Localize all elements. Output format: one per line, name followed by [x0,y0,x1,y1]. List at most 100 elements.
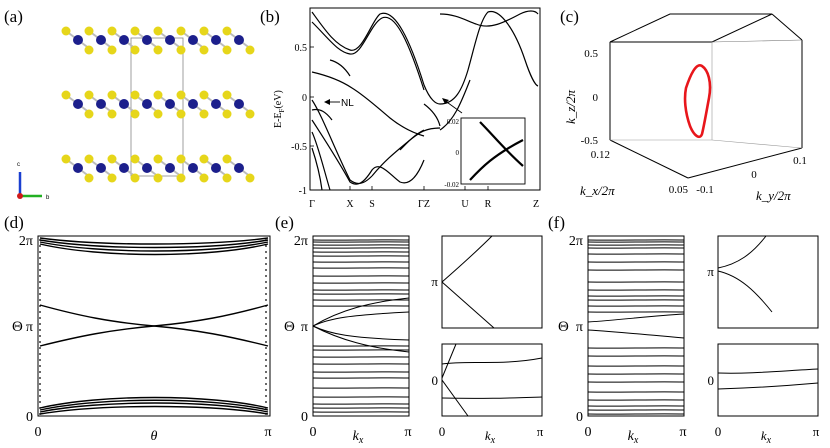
metal-atom [211,35,221,45]
svg-text:k_z/2π: k_z/2π [563,90,578,124]
panel-f: (f) 2π π 0 0 kx π Θ π 0 0 kx π [548,213,820,446]
wcc-dot [39,365,41,367]
sulfur-atom [153,173,163,183]
panel-a-label: (a) [4,7,23,26]
wcc-dot [39,395,41,397]
f-inset-top [717,235,819,329]
e-xtick-pi: π [404,425,411,440]
sulfur-atom [199,109,209,119]
wcc-dot [265,377,267,379]
b-xtick-s: S [369,199,375,210]
wcc-dot [39,299,41,301]
d-xlabel: θ [151,429,158,444]
metal-atom [165,163,175,173]
sulfur-atom [130,45,140,55]
wcc-dot [39,383,41,385]
e-frame [312,235,410,417]
metal-atom [142,163,152,173]
wcc-dot [39,413,41,415]
sulfur-atom [176,109,186,119]
e-inset-ytick-0: 0 [432,373,439,388]
nodal-line-loop [683,64,712,139]
metal-atom [188,163,198,173]
band-line [439,79,471,131]
f-inset-curves [717,235,819,390]
sulfur-atom [153,26,163,36]
b-xtick-r: R [485,199,492,210]
svg-text:E-EF(eV): E-EF(eV) [273,90,286,128]
wcc-dot [265,251,267,253]
wcc-dot [39,257,41,259]
metal-atom [211,163,221,173]
wcc-dot [39,239,41,241]
wcc-dot [39,377,41,379]
f-inset-xtick-0: 0 [715,424,722,439]
wcc-dot [265,293,267,295]
metal-atom [165,35,175,45]
sulfur-atom [130,154,140,164]
c-ylabel: k_y/2π [756,188,791,203]
wcc-curve [39,241,269,252]
wcc-dot [39,287,41,289]
sulfur-atom [107,26,117,36]
sulfur-atom [84,154,94,164]
wcc-dot [265,287,267,289]
sulfur-atom [176,173,186,183]
sulfur-atom [222,154,232,164]
d-xtick-pi: π [264,425,271,440]
c-xtick-0: 0.12 [591,149,610,161]
sulfur-atom [107,45,117,55]
b-ytick-1: 0 [302,93,307,104]
f-ytick-2pi: 2π [569,234,583,249]
wcc-dot [265,353,267,355]
wcc-dot [265,347,267,349]
e-inset-bottom [441,343,543,417]
wcc-curve [312,311,410,327]
sulfur-atom [130,109,140,119]
e-inset-xlabel: kx [485,428,496,446]
wcc-dot [265,365,267,367]
e-curves [312,239,410,413]
c-ytick-1: 0 [751,169,757,181]
sulfur-atom [222,45,232,55]
panel-b-label: (b) [260,7,280,26]
c-xtick-1: 0.05 [669,184,689,196]
e-xlabel: kx [353,429,364,446]
wcc-dot [265,371,267,373]
sulfur-atom [61,26,71,36]
wcc-curve [39,237,269,245]
metal-atom [234,35,244,45]
e-ylabel: Θ [284,319,295,335]
panel-b: (b) 0.5 0 -0.5 -1 Γ X S ΓZ U R Z E-EF(eV… [260,7,541,210]
band-line [439,11,539,105]
metal-atom [211,99,221,109]
band-line [311,131,331,191]
wcc-dot [265,335,267,337]
wcc-dot [39,293,41,295]
sulfur-atom [84,26,94,36]
wcc-dot [39,335,41,337]
wcc-dot [265,257,267,259]
wcc-dot [265,329,267,331]
wcc-dot [265,305,267,307]
sulfur-atom [176,154,186,164]
sulfur-atom [199,173,209,183]
c-ztick-2: -0.5 [581,135,599,147]
band-line [311,11,441,105]
d-ylabel: Θ [12,319,23,335]
wcc-dot [39,389,41,391]
wcc-curve [39,304,269,347]
atom-layers [61,26,255,183]
sulfur-atom [130,90,140,100]
sulfur-atom [61,154,71,164]
d-xtick-0: 0 [35,425,42,440]
wcc-curve [39,399,269,411]
wcc-curve [39,405,269,415]
sulfur-atom [245,109,255,119]
metal-atom [73,163,83,173]
wcc-dot [39,353,41,355]
sulfur-atom [84,173,94,183]
band-line [311,71,425,137]
metal-atom [96,35,106,45]
e-inset-xtick-pi: π [537,424,544,439]
